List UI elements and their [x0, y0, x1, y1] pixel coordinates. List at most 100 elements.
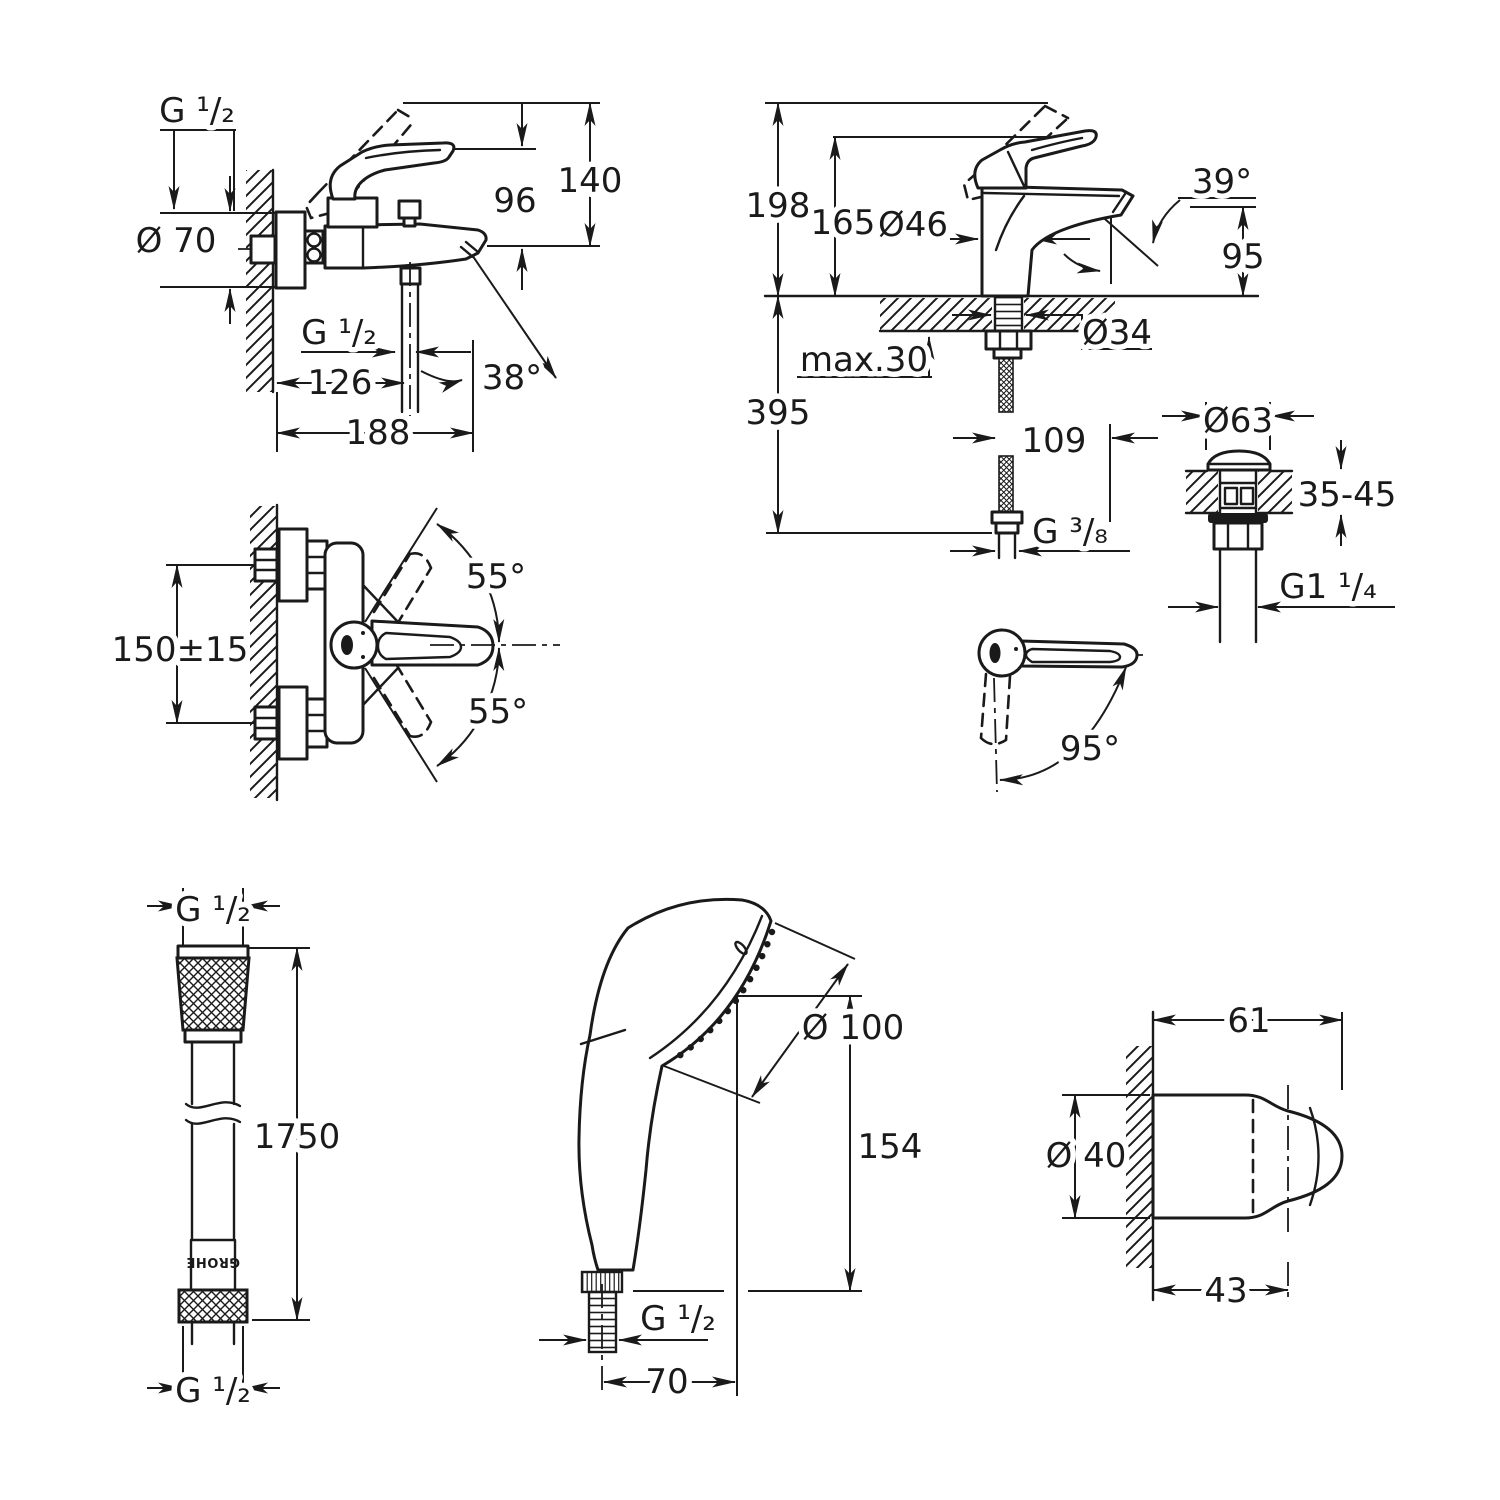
angle-arc-95: [999, 666, 1127, 786]
label-depth-cup: 43: [1204, 1271, 1247, 1311]
label-cap-diameter: Ø63: [1203, 401, 1273, 441]
nut-ring: [992, 347, 1023, 360]
lever-handle: [973, 129, 1098, 190]
spout-top-line: [982, 191, 1121, 198]
escutcheon: [274, 210, 307, 290]
diverter-stem: [402, 216, 417, 228]
knurled-nut-top: [175, 956, 251, 1032]
label-body-diameter: Ø46: [878, 205, 948, 245]
cartridge-housing: [326, 196, 379, 229]
hose-tube: [190, 1040, 236, 1106]
label-supply-thread: G ³/₈: [1032, 512, 1108, 552]
shower-hose-view: GROHE G ¹/₂ 1750 G ¹/₂: [147, 885, 346, 1417]
hose-nut: [994, 521, 1020, 535]
knob-dot: [361, 631, 365, 635]
lever-inner-contour: [376, 631, 463, 661]
wall-hatch: [246, 170, 273, 392]
spout-angle-line: [469, 251, 557, 379]
label-mount-spacing: 150±15: [112, 630, 249, 670]
union-knurl: [306, 232, 322, 248]
pop-up-waste-view: Ø63 35-45 G1 ¹/₄: [1162, 396, 1402, 644]
label-waste-thread: G1 ¹/₄: [1279, 567, 1377, 607]
label-width-126: 126: [308, 363, 373, 403]
label-spout-angle: 38°: [482, 358, 542, 398]
lever-inner-line: [364, 148, 442, 160]
aerator: [1111, 192, 1127, 214]
face-slot: [734, 940, 748, 956]
label-shower-height: 154: [858, 1127, 923, 1167]
flex-hose: [998, 455, 1014, 513]
angle-leader: [420, 370, 463, 393]
mixer-body-spout: [323, 222, 488, 270]
diverter-knob: [397, 199, 422, 220]
hose-tail-pipe: [997, 531, 1017, 560]
waste-cap: [1206, 449, 1272, 472]
locknut-facets: [1226, 521, 1250, 551]
handle-knob: [977, 628, 1027, 678]
dim-line-dia100: [751, 963, 849, 1098]
lever-handle: [370, 619, 495, 667]
hose-tube: [190, 1122, 236, 1242]
locknut: [1212, 521, 1264, 551]
label-thread-top: G ¹/₂: [159, 91, 235, 131]
leader-line: [1060, 314, 1152, 350]
outlet-pipe: [400, 282, 420, 414]
label-height-198: 198: [746, 186, 811, 226]
label-swivel-lower: 55°: [468, 692, 528, 732]
escutcheon: [277, 527, 309, 603]
mounting-nut: [984, 329, 1033, 351]
angle-arc-lower: [436, 647, 505, 767]
label-outlet-thread: G ¹/₂: [301, 313, 377, 353]
label-hose-thread-bottom: G ¹/₂: [175, 1371, 251, 1411]
label-width-188: 188: [346, 413, 411, 453]
hand-shower-view: Ø 100 154 G ¹/₂ 70: [539, 897, 928, 1408]
break-symbol: [184, 1101, 242, 1125]
label-height-165: 165: [811, 203, 876, 243]
cup-rim-arc: [1308, 1106, 1320, 1207]
knob-dot: [1014, 647, 1018, 651]
bath-mixer-side-view: G ¹/₂ Ø 70 96 140 G ¹/₂ 126 38° 188: [130, 86, 628, 459]
mounting-shank: [993, 295, 1024, 333]
lever-handle: [1019, 639, 1139, 669]
escutcheon: [277, 685, 309, 761]
basin-hatch: [1186, 471, 1218, 513]
ext-lines: [663, 922, 856, 1104]
spray-line: [1096, 211, 1159, 267]
label-below-deck: 395: [746, 393, 811, 433]
holder-body: [1151, 1093, 1344, 1220]
basin-mixer-side-view: 198 165 Ø46 39° 95 max.30 Ø34 395 109 G …: [740, 102, 1270, 560]
bolt-facets: [253, 716, 279, 730]
hose-nut: [990, 510, 1024, 525]
spray-arc-small: [1063, 253, 1101, 274]
mixer-top-view: 150±15 55° 55°: [106, 503, 560, 802]
aerator: [459, 240, 480, 259]
angle-arc-upper: [436, 523, 505, 643]
knob-hole: [989, 643, 1001, 663]
basin-hatch: [1258, 471, 1292, 513]
ext-lines: [182, 1326, 244, 1402]
hand-shower-body: [577, 897, 773, 1272]
label-depth-total: 61: [1227, 1001, 1270, 1041]
ext-lines: [160, 212, 280, 288]
nut-collar: [183, 1028, 243, 1044]
ext-lines: [1205, 402, 1271, 450]
wall-hatch: [1126, 1046, 1153, 1268]
hose-tail: [190, 1320, 236, 1346]
label-flange-diameter: Ø 70: [136, 221, 217, 261]
handle-knob: [329, 620, 379, 670]
spray-angle-arc: [1152, 199, 1181, 244]
knurled-nut-bottom: [177, 1288, 249, 1324]
basin-section-lines: [1184, 469, 1294, 515]
neck-joint-line: [579, 1028, 627, 1046]
hose-cap: [176, 944, 250, 960]
handle-angle-view: 95°: [977, 628, 1148, 793]
nut-facets: [998, 329, 1019, 351]
label-offset-109: 109: [1022, 421, 1087, 461]
label-head-diameter: Ø 100: [802, 1008, 904, 1048]
knob-hole: [341, 635, 353, 655]
label-hose-length: 1750: [254, 1117, 341, 1157]
lever-inner-lines: [1006, 136, 1084, 188]
label-height-96: 96: [493, 181, 536, 221]
